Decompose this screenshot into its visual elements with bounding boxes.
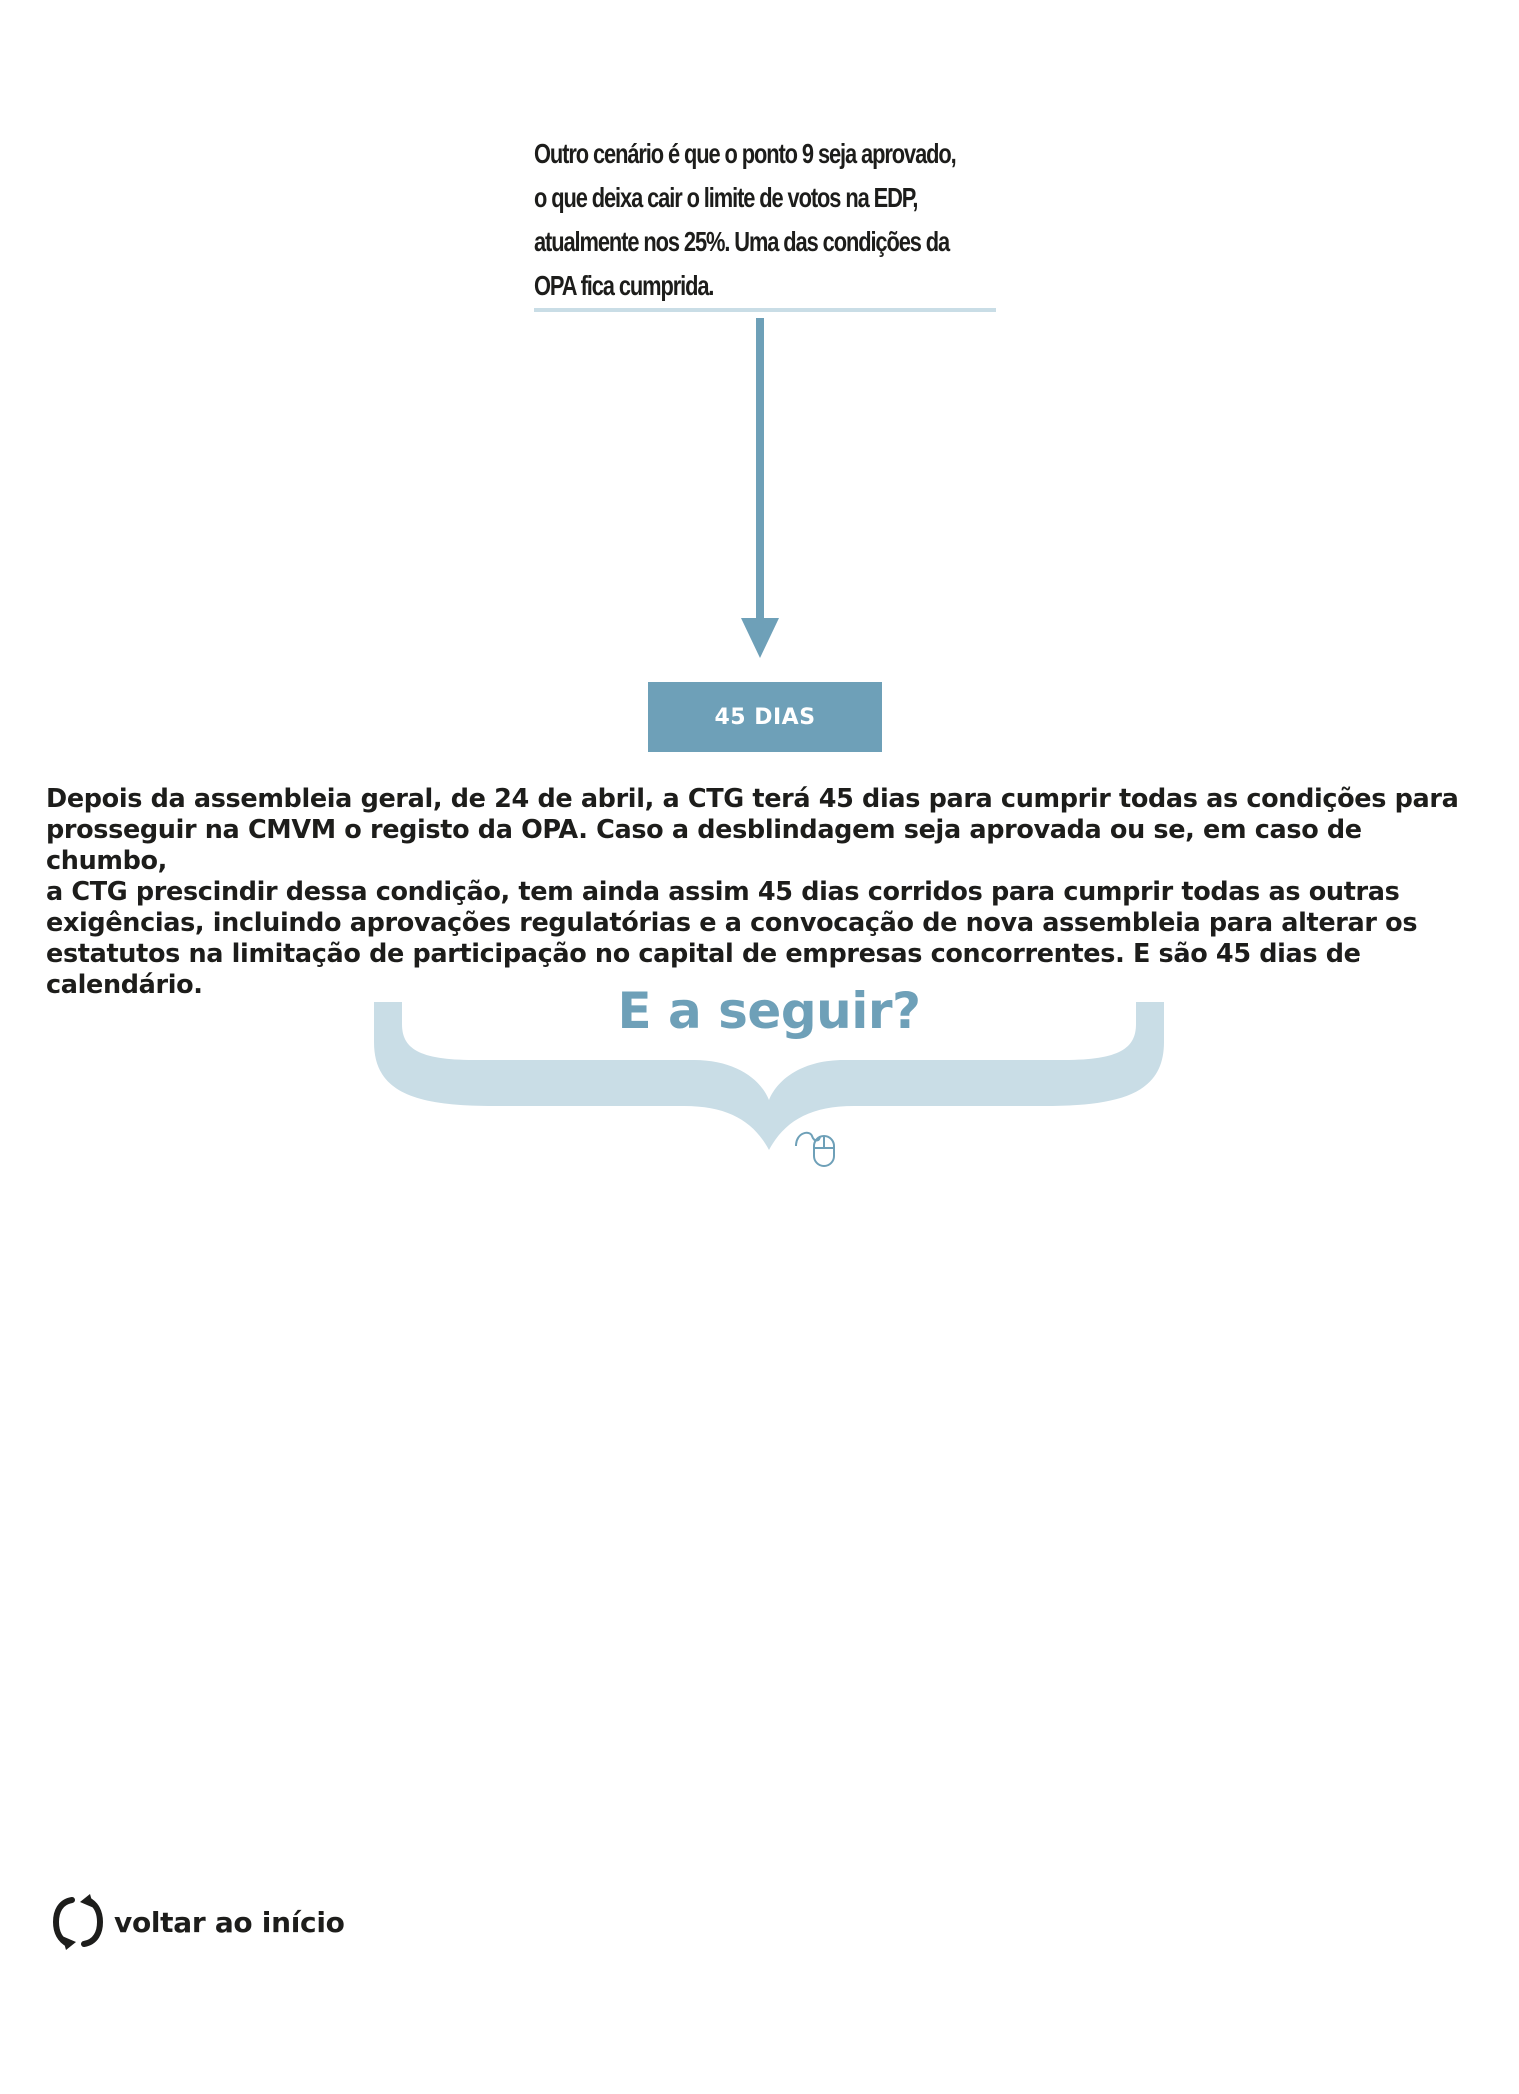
description-text: Depois da assembleia geral, de 24 de abr… xyxy=(46,784,1486,1001)
back-link-label: voltar ao início xyxy=(114,1905,345,1939)
description-line: estatutos na limitação de participação n… xyxy=(46,939,1361,1000)
mouse-icon[interactable] xyxy=(792,1124,840,1172)
scenario-text: Outro cenário é que o ponto 9 seja aprov… xyxy=(534,132,971,308)
deadline-badge: 45 DIAS xyxy=(648,682,882,752)
description-line: prosseguir na CMVM o registo da OPA. Cas… xyxy=(46,815,1362,876)
scenario-line: OPA fica cumprida. xyxy=(534,270,714,301)
scenario-line: o que deixa cair o limite de votos na ED… xyxy=(534,182,918,213)
description-line: exigências, incluindo aprovações regulat… xyxy=(46,908,1418,938)
curly-brace-icon xyxy=(374,1002,1164,1150)
refresh-icon xyxy=(52,1894,104,1950)
scenario-line: Outro cenário é que o ponto 9 seja aprov… xyxy=(534,138,957,169)
deadline-label: 45 DIAS xyxy=(714,704,816,730)
scenario-line: atualmente nos 25%. Uma das condições da xyxy=(534,226,950,257)
arrow-down-icon xyxy=(741,318,779,658)
back-to-start-link[interactable]: voltar ao início xyxy=(52,1894,345,1950)
description-line: Depois da assembleia geral, de 24 de abr… xyxy=(46,784,1459,814)
description-line: a CTG prescindir dessa condição, tem ain… xyxy=(46,877,1400,907)
scenario-box: Outro cenário é que o ponto 9 seja aprov… xyxy=(534,132,996,312)
next-steps-title[interactable]: E a seguir? xyxy=(617,982,921,1040)
